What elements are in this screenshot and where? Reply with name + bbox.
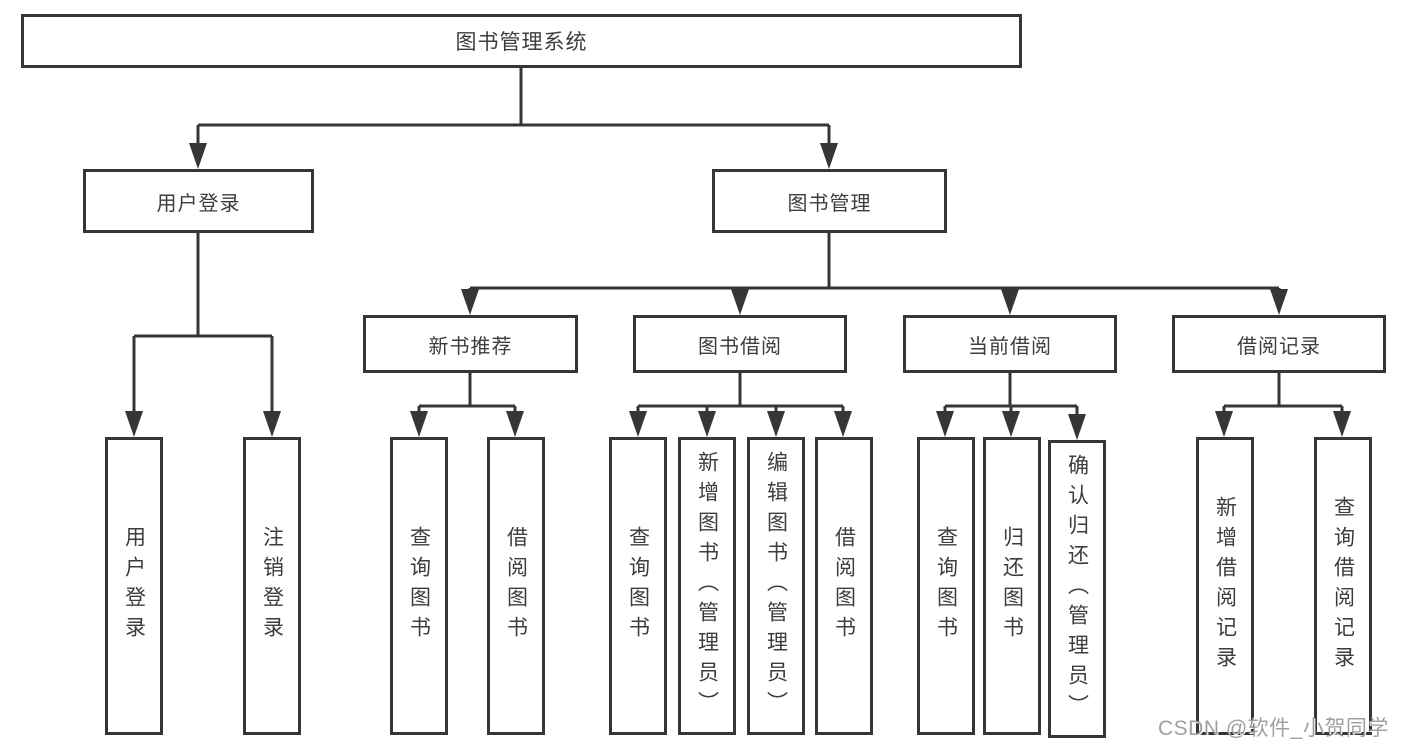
leaf-edit-books-admin: 编辑图书（管理员）: [747, 437, 805, 735]
leaf-query-books-borrow: 查询图书: [609, 437, 667, 735]
node-user-login: 用户登录: [83, 169, 314, 233]
node-book-borrow: 图书借阅: [633, 315, 847, 373]
node-current-borrow: 当前借阅: [903, 315, 1117, 373]
leaf-query-books-current: 查询图书: [917, 437, 975, 735]
leaf-query-borrow-record: 查询借阅记录: [1314, 437, 1372, 735]
leaf-user-login: 用户登录: [105, 437, 163, 735]
leaf-borrow-books-borrow: 借阅图书: [815, 437, 873, 735]
leaf-return-books: 归还图书: [983, 437, 1041, 735]
node-borrow-records: 借阅记录: [1172, 315, 1386, 373]
csdn-watermark: CSDN @软件_小贺同学: [1158, 717, 1389, 740]
leaf-add-books-admin: 新增图书（管理员）: [678, 437, 736, 735]
leaf-query-books-recommend: 查询图书: [390, 437, 448, 735]
leaf-confirm-return-admin: 确认归还（管理员）: [1048, 440, 1106, 738]
node-library-management-system: 图书管理系统: [21, 14, 1022, 68]
leaf-borrow-books-recommend: 借阅图书: [487, 437, 545, 735]
leaf-logout-login: 注销登录: [243, 437, 301, 735]
leaf-add-borrow-record: 新增借阅记录: [1196, 437, 1254, 735]
node-new-book-recommend: 新书推荐: [363, 315, 578, 373]
node-book-management: 图书管理: [712, 169, 947, 233]
